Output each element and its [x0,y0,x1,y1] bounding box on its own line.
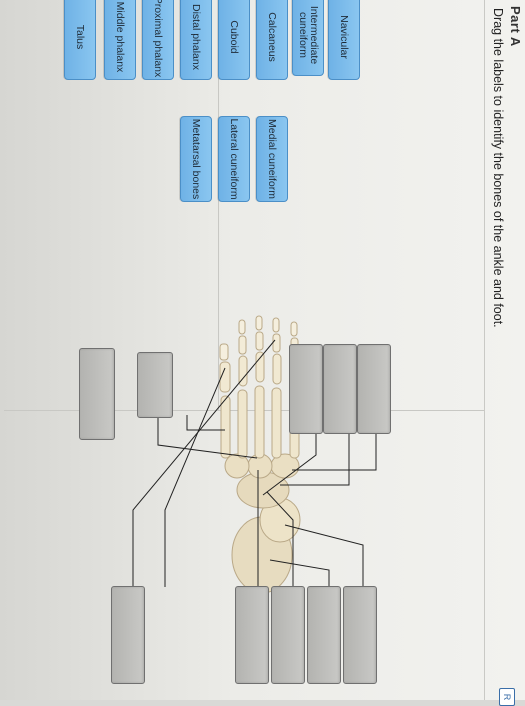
drop-target-5[interactable] [79,348,115,440]
drop-target-4[interactable] [137,352,173,418]
drop-target-2[interactable] [323,344,357,434]
drop-target-8[interactable] [271,586,305,684]
drop-target-10[interactable] [111,586,145,684]
drop-target-7[interactable] [307,586,341,684]
drop-target-6[interactable] [343,586,377,684]
foot-bones-illustration [219,315,301,594]
drop-target-3[interactable] [289,344,323,434]
drop-target-9[interactable] [235,586,269,684]
drop-target-1[interactable] [357,344,391,434]
leader-lines-bottom [132,339,364,587]
